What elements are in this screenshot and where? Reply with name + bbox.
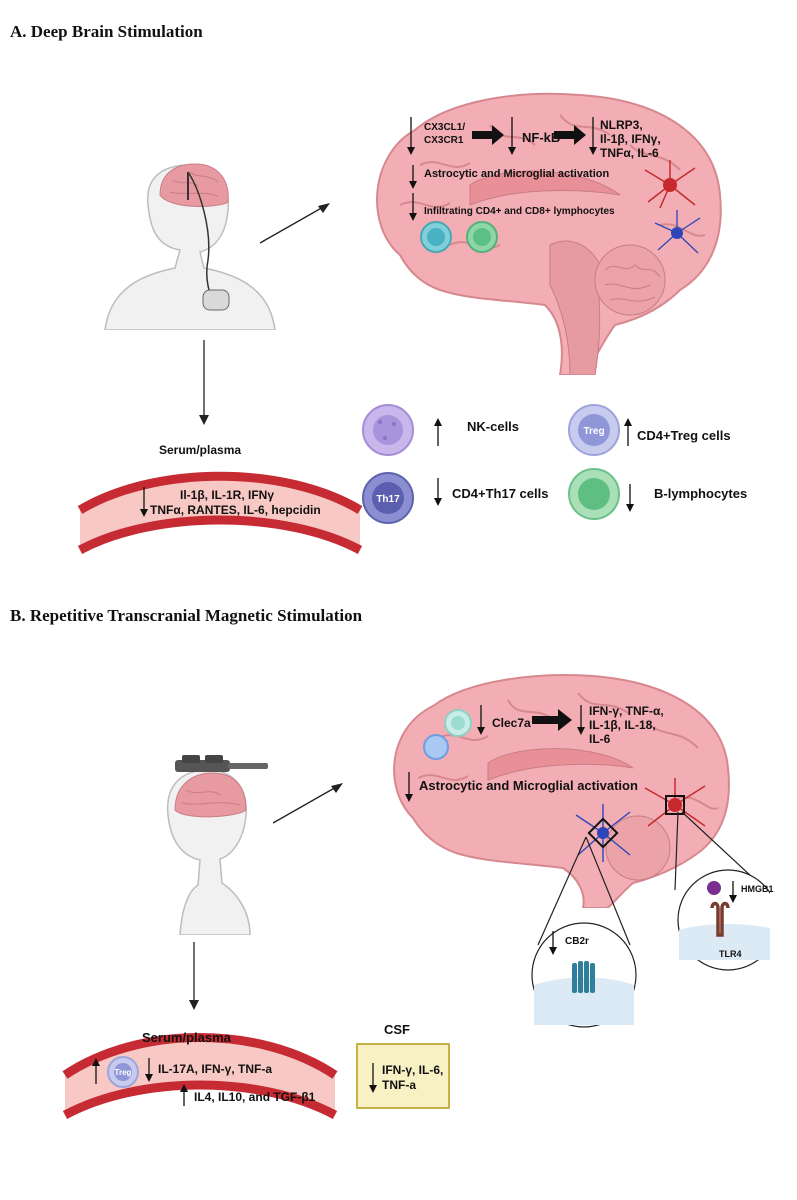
label-infiltrating: Infiltrating CD4+ and CD8+ lymphocytes xyxy=(424,206,615,217)
microglia-a xyxy=(654,210,701,254)
brain-sagittal-a xyxy=(376,92,722,375)
label-nfkb: NF-kB xyxy=(522,130,561,145)
arrow-up-il4 xyxy=(180,1084,188,1106)
arrow-down-activation-a xyxy=(409,165,417,189)
arrow-down-infiltrating xyxy=(409,193,417,221)
astrocyte-b xyxy=(644,778,706,827)
label-clec7a: Clec7a xyxy=(492,716,531,730)
arrow-down-ifn-b xyxy=(577,705,585,735)
label-activation-a: Astrocytic and Microglial activation xyxy=(424,168,610,180)
serum-b-line2: IL4, IL10, and TGF-β1 xyxy=(194,1090,316,1104)
b-cell-icon xyxy=(568,468,620,520)
label-ifn-b-line2: IL-1β, IL-18, xyxy=(589,718,656,732)
vessel-serum-b xyxy=(62,1033,338,1119)
arrow-right-thick-2 xyxy=(554,125,586,145)
lymphocyte-pair-a xyxy=(420,221,498,253)
th17-icon-text: Th17 xyxy=(376,494,400,505)
label-ifn-b-line3: IL-6 xyxy=(589,732,611,746)
label-cx3cr1: CX3CR1 xyxy=(424,135,464,146)
arrow-down-cb2r xyxy=(549,931,557,955)
label-treg: CD4+Treg cells xyxy=(637,428,731,443)
section-b-title: B. Repetitive Transcranial Magnetic Stim… xyxy=(10,606,363,625)
label-tlr4: TLR4 xyxy=(719,949,742,959)
arrow-down-csf xyxy=(369,1063,377,1093)
treg-icon-text-b: Treg xyxy=(115,1068,132,1077)
csf-line2: TNF-a xyxy=(382,1078,416,1092)
arrow-down-th17 xyxy=(434,478,442,506)
label-b: B-lymphocytes xyxy=(654,486,748,501)
arrow-down-activation-b xyxy=(405,772,413,802)
arrow-right-thick-1 xyxy=(472,125,504,145)
arrow-down-cx3cl1 xyxy=(407,117,415,155)
dbs-human-figure xyxy=(104,163,276,330)
label-ifn-b-line1: IFN-γ, TNF-α, xyxy=(589,704,664,718)
serum-a-line1: Il-1β, IL-1R, IFNγ xyxy=(180,488,275,502)
treg-cell-icon-b: Treg xyxy=(107,1056,139,1088)
label-activation-b: Astrocytic and Microglial activation xyxy=(419,778,638,793)
serum-a-line2: TNFα, RANTES, IL-6, hepcidin xyxy=(150,503,321,517)
arrow-down-clec7a xyxy=(477,705,485,735)
arrow-down-nlrp3 xyxy=(589,117,597,155)
brain-sagittal-b xyxy=(393,674,730,908)
serum-b-line1: IL-17A, IFN-γ, TNF-a xyxy=(158,1062,273,1076)
label-nk: NK-cells xyxy=(467,419,520,434)
zoom-cb2r xyxy=(531,836,637,1028)
label-cx3cl1: CX3CL1/ xyxy=(424,122,466,133)
label-hmgb1: HMGB1 xyxy=(741,884,774,894)
arrow-down-nfkb xyxy=(508,117,516,155)
csf-box: IFN-γ, IL-6, TNF-a xyxy=(356,1043,450,1109)
treg-cell-icon: Treg xyxy=(568,404,620,456)
dectin-cells-b xyxy=(423,709,472,760)
treg-icon-text: Treg xyxy=(583,426,604,437)
label-cb2r: CB2r xyxy=(565,936,589,947)
csf-line1: IFN-γ, IL-6, xyxy=(382,1063,444,1077)
arrow-to-serum-b xyxy=(189,942,199,1010)
arrow-to-serum-a xyxy=(199,340,209,425)
vessel-serum-a xyxy=(77,471,363,554)
arrow-up-treg xyxy=(624,418,632,446)
label-nlrp3-line3: TNFα, IL-6 xyxy=(600,146,659,160)
csf-label: CSF xyxy=(384,1022,410,1037)
arrow-up-nk xyxy=(434,418,442,446)
serum-label-a: Serum/plasma xyxy=(159,443,242,457)
arrow-to-brain-b xyxy=(272,783,343,824)
label-nlrp3-line2: Il-1β, IFNγ, xyxy=(600,132,661,146)
arrow-right-thick-b xyxy=(532,709,572,731)
serum-label-b: Serum/plasma xyxy=(142,1030,231,1045)
microglia-b xyxy=(575,804,631,862)
rtms-human-figure xyxy=(166,755,268,935)
arrow-up-treg-b xyxy=(92,1058,100,1084)
arrow-down-b xyxy=(626,484,634,512)
zoom-tlr4 xyxy=(674,811,770,971)
arrow-down-serum-a xyxy=(140,487,148,517)
label-th17: CD4+Th17 cells xyxy=(452,486,549,501)
arrow-down-hmgb1 xyxy=(729,881,737,903)
section-a-title: A. Deep Brain Stimulation xyxy=(10,22,203,41)
label-nlrp3-line1: NLRP3, xyxy=(600,118,643,132)
nk-cell-icon xyxy=(362,404,414,456)
astrocyte-a xyxy=(644,160,696,209)
th17-cell-icon: Th17 xyxy=(362,472,414,524)
arrow-to-brain-a xyxy=(259,203,330,244)
arrow-down-il17 xyxy=(145,1058,153,1082)
